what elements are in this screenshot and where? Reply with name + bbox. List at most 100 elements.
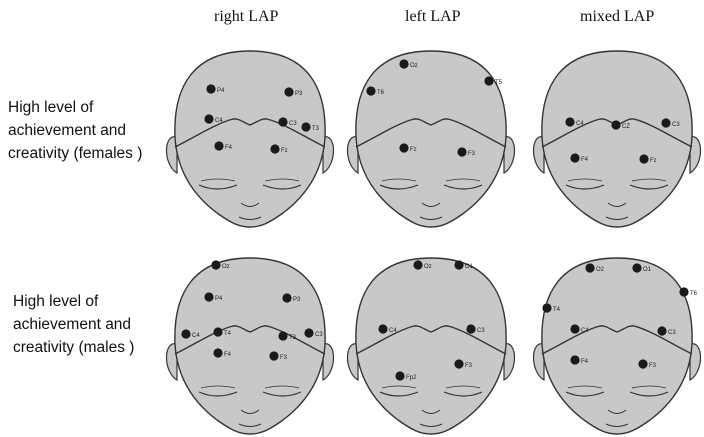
head-outline (356, 51, 506, 227)
electrode-dot (399, 143, 408, 152)
electrode-label: C4 (576, 121, 584, 127)
electrode-dot (632, 263, 641, 272)
row-label-line: achievement and (8, 119, 142, 142)
electrode-dot (638, 359, 647, 368)
electrode-label: T6 (377, 90, 385, 96)
electrode-label: O1 (643, 267, 652, 273)
electrode-dot (204, 114, 213, 123)
electrode-dot (301, 122, 310, 131)
electrode-dot (214, 141, 223, 150)
head-diagram: Oz O1C4 C3Fp2 F3 (346, 252, 516, 437)
electrode-dot (542, 303, 551, 312)
electrode: T6 (679, 287, 697, 297)
electrode-dot (585, 263, 594, 272)
electrode-label: F3 (649, 363, 657, 369)
electrode-label: F3 (280, 355, 288, 361)
electrode-dot (570, 153, 579, 162)
electrode-dot (278, 331, 287, 340)
electrode-dot (413, 260, 422, 269)
electrode-label: Fz (410, 147, 417, 153)
electrode-dot (206, 84, 215, 93)
electrode-dot (282, 293, 291, 302)
row-label-line: creativity (males ) (13, 336, 134, 359)
electrode-dot (570, 324, 579, 333)
electrode-label: C3 (668, 330, 676, 336)
head-outline (356, 258, 506, 434)
electrode-dot (399, 59, 408, 68)
electrode-label: F3 (468, 151, 476, 157)
electrode-dot (304, 328, 313, 337)
head-diagram: OzT6 T5FzF3 (346, 45, 516, 230)
electrode-dot (213, 327, 222, 336)
column-header-left-lap: left LAP (405, 8, 461, 26)
head-outline (175, 51, 325, 227)
electrode-dot (181, 329, 190, 338)
electrode: O1 (454, 260, 473, 270)
electrode-dot (213, 348, 222, 357)
electrode-label: P3 (295, 91, 303, 97)
electrode-dot (211, 260, 220, 269)
electrode-label: C4 (389, 328, 397, 334)
electrode-label: Oz (222, 264, 230, 270)
row-label-line: creativity (females ) (8, 142, 142, 165)
electrode-label: T3 (289, 335, 297, 341)
electrode-label: T3 (312, 126, 320, 132)
electrode-label: Fp2 (406, 375, 417, 381)
electrode-label: F3 (465, 363, 473, 369)
electrode-label: T5 (495, 80, 503, 86)
electrode-dot (454, 359, 463, 368)
electrode-label: T4 (553, 307, 561, 313)
electrode-label: C3 (672, 122, 680, 128)
electrode-label: F4 (224, 352, 232, 358)
electrode-dot (454, 260, 463, 269)
electrode-dot (611, 120, 620, 129)
electrode-dot (284, 87, 293, 96)
row-label-females: High level of achievement and creativity… (8, 96, 142, 165)
electrode-label: O2 (596, 267, 605, 273)
electrode-label: P3 (293, 297, 301, 303)
electrode-label: Oz (424, 264, 432, 270)
head-diagram: O2 O1T6T4C4 C3F4F3 (532, 252, 702, 437)
electrode-dot (679, 287, 688, 296)
electrode-dot (395, 371, 404, 380)
head-diagram: C4CZC3F4Fz (532, 45, 702, 230)
electrode-dot (639, 154, 648, 163)
electrode-dot (657, 326, 666, 335)
head-outline (542, 258, 692, 434)
electrode-label: T6 (690, 291, 698, 297)
electrode-dot (366, 86, 375, 95)
row-label-line: achievement and (13, 313, 134, 336)
electrode-dot (565, 117, 574, 126)
electrode-label: Fz (281, 148, 288, 154)
row-label-line: High level of (13, 290, 134, 313)
electrode-dot (466, 324, 475, 333)
electrode-dot (204, 292, 213, 301)
electrode-label: F4 (225, 145, 233, 151)
electrode-dot (269, 351, 278, 360)
head-outline (542, 51, 692, 227)
row-label-males: High level of achievement and creativity… (13, 290, 134, 359)
electrode-dot (661, 118, 670, 127)
electrode-label: C4 (215, 118, 223, 124)
electrode-label: O1 (465, 264, 474, 270)
electrode-dot (457, 147, 466, 156)
head-outline (175, 258, 325, 434)
electrode-label: C3 (477, 328, 485, 334)
electrode-label: C3 (315, 332, 323, 338)
electrode-label: P4 (217, 88, 225, 94)
electrode-label: Oz (410, 63, 418, 69)
row-label-line: High level of (8, 96, 142, 119)
electrode-label: C3 (289, 121, 297, 127)
electrode-label: C4 (581, 328, 589, 334)
electrode-label: F4 (581, 359, 589, 365)
column-header-mixed-lap: mixed LAP (580, 8, 654, 26)
electrode-dot (270, 144, 279, 153)
electrode-dot (570, 355, 579, 364)
column-header-right-lap: right LAP (214, 8, 278, 26)
electrode-label: C4 (192, 333, 200, 339)
electrode-label: CZ (622, 124, 630, 130)
electrode-dot (278, 117, 287, 126)
electrode-label: T4 (224, 331, 232, 337)
